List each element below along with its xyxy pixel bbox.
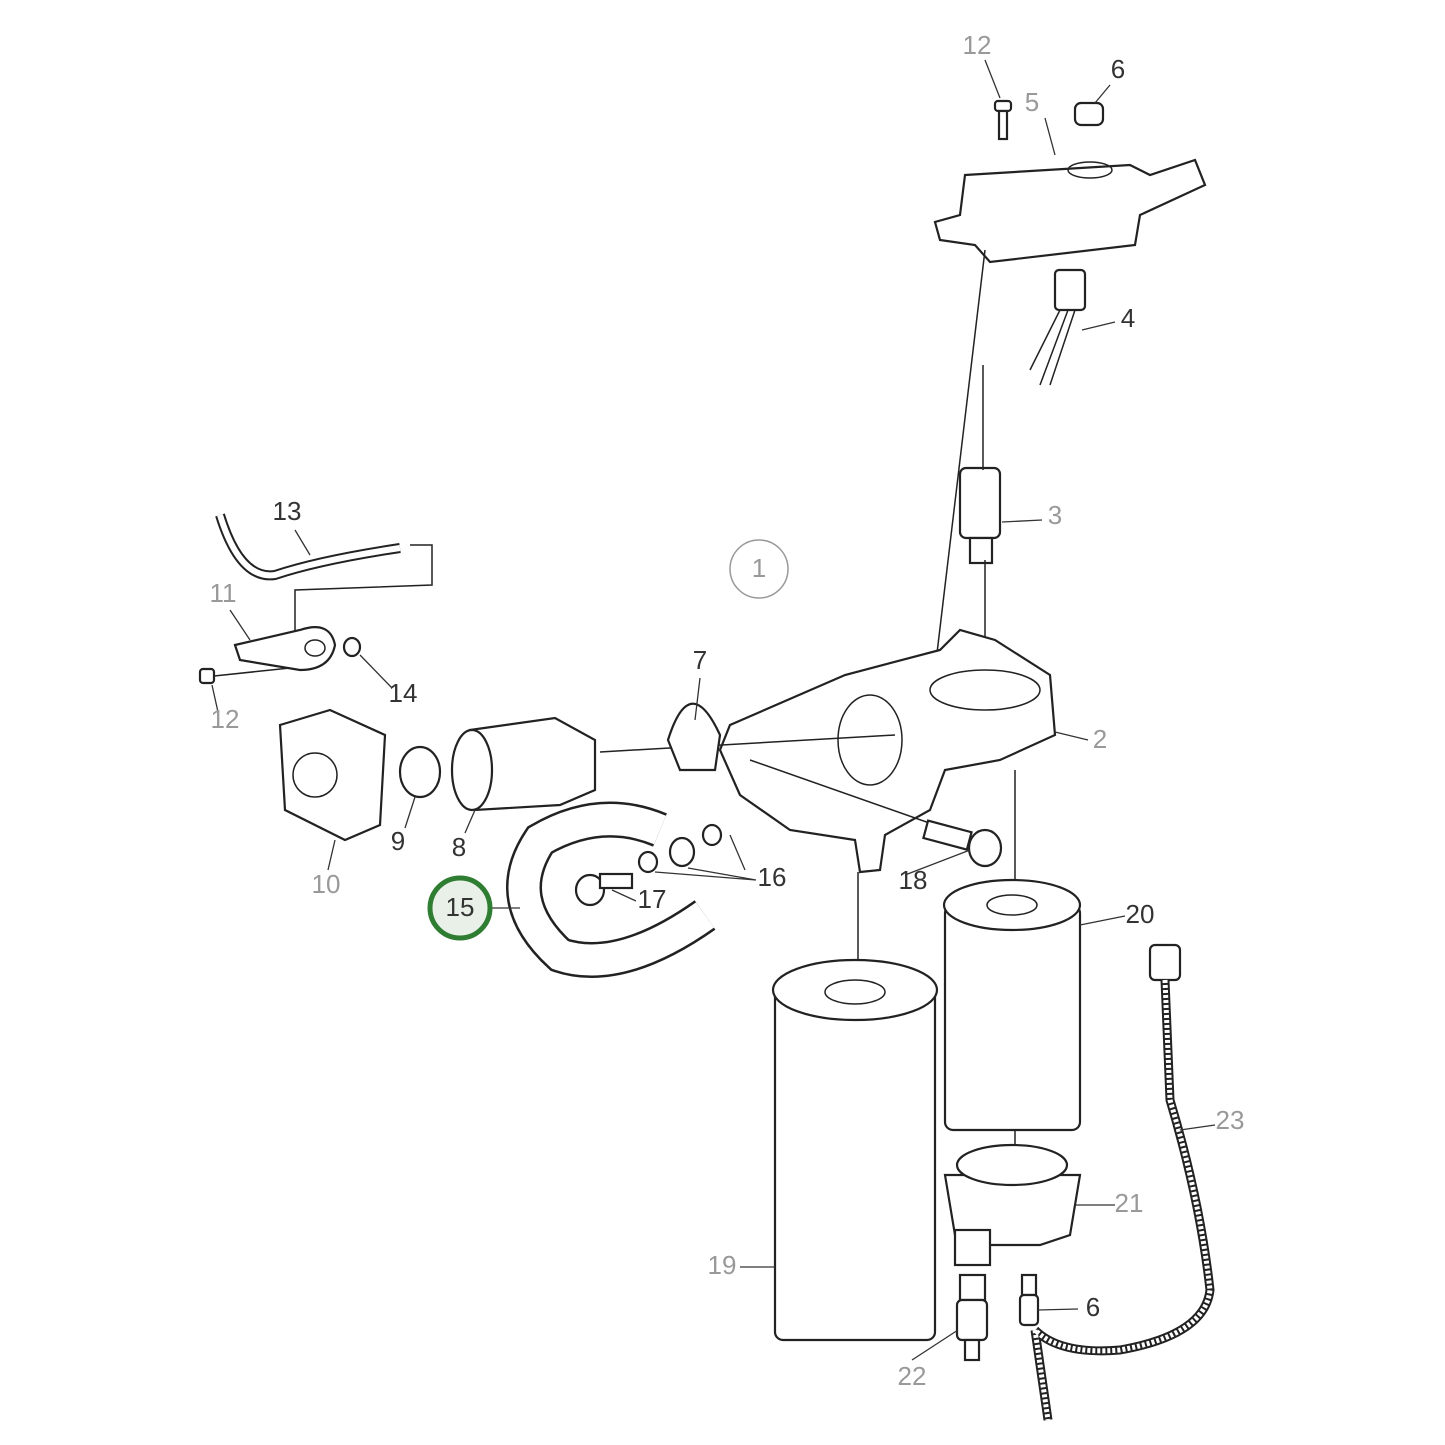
- part-15-hose[interactable]: [506, 801, 716, 978]
- part-12-screw-left[interactable]: [198, 667, 291, 685]
- label-14: 14: [389, 678, 418, 708]
- part-4-connector[interactable]: [1029, 268, 1087, 386]
- part-23-cable[interactable]: [1030, 943, 1215, 1421]
- label-21: 21: [1115, 1188, 1144, 1218]
- part-3-sensor[interactable]: [958, 466, 1002, 565]
- part-11-bracket[interactable]: [233, 626, 337, 672]
- part-16-washers[interactable]: [637, 823, 723, 874]
- label-11: 11: [210, 578, 237, 608]
- label-18: 18: [899, 865, 928, 895]
- label-22: 22: [898, 1361, 927, 1391]
- label-9: 9: [391, 826, 405, 856]
- part-8-pump[interactable]: [450, 716, 597, 812]
- label-3: 3: [1048, 500, 1062, 530]
- part-22-drain[interactable]: [955, 1273, 989, 1362]
- label-1-circle: [729, 539, 789, 599]
- label-7: 7: [693, 645, 707, 675]
- label-12-left: 12: [211, 704, 240, 734]
- label-10: 10: [312, 869, 341, 899]
- label-1: 1: [752, 553, 766, 583]
- label-8: 8: [452, 832, 466, 862]
- label-19: 19: [708, 1250, 737, 1280]
- label-2: 2: [1093, 724, 1107, 754]
- label-12-top: 12: [963, 30, 992, 60]
- part-2-filter-head[interactable]: [718, 628, 1057, 874]
- label-17: 17: [638, 884, 667, 914]
- part-19-oil-filter[interactable]: [771, 958, 939, 1342]
- label-20: 20: [1126, 899, 1155, 929]
- part-20-fuel-filter[interactable]: [942, 878, 1082, 1132]
- part-6-bottom-sensor[interactable]: [1018, 1273, 1040, 1327]
- part-14-washer[interactable]: [342, 636, 362, 658]
- part-7-clamp[interactable]: [666, 702, 722, 772]
- part-21-water-bowl[interactable]: [943, 1143, 1082, 1267]
- part-10-cover[interactable]: [278, 708, 387, 842]
- part-5-sensor-housing[interactable]: [933, 158, 1207, 264]
- label-4: 4: [1121, 303, 1135, 333]
- label-16: 16: [758, 862, 787, 892]
- label-5: 5: [1025, 87, 1039, 117]
- part-13-pipe[interactable]: [215, 513, 401, 581]
- label-15-highlighted[interactable]: 15: [427, 875, 493, 941]
- label-6-bottom: 6: [1086, 1292, 1100, 1322]
- part-17-bolt[interactable]: [574, 872, 634, 907]
- part-6-cap[interactable]: [1073, 101, 1105, 127]
- label-23: 23: [1216, 1105, 1245, 1135]
- part-9-seal[interactable]: [398, 745, 442, 799]
- part-18-bolt[interactable]: [922, 819, 1003, 868]
- part-12-screw-top[interactable]: [993, 99, 1013, 141]
- label-15: 15: [446, 892, 475, 922]
- label-13: 13: [273, 496, 302, 526]
- label-6-top: 6: [1111, 54, 1125, 84]
